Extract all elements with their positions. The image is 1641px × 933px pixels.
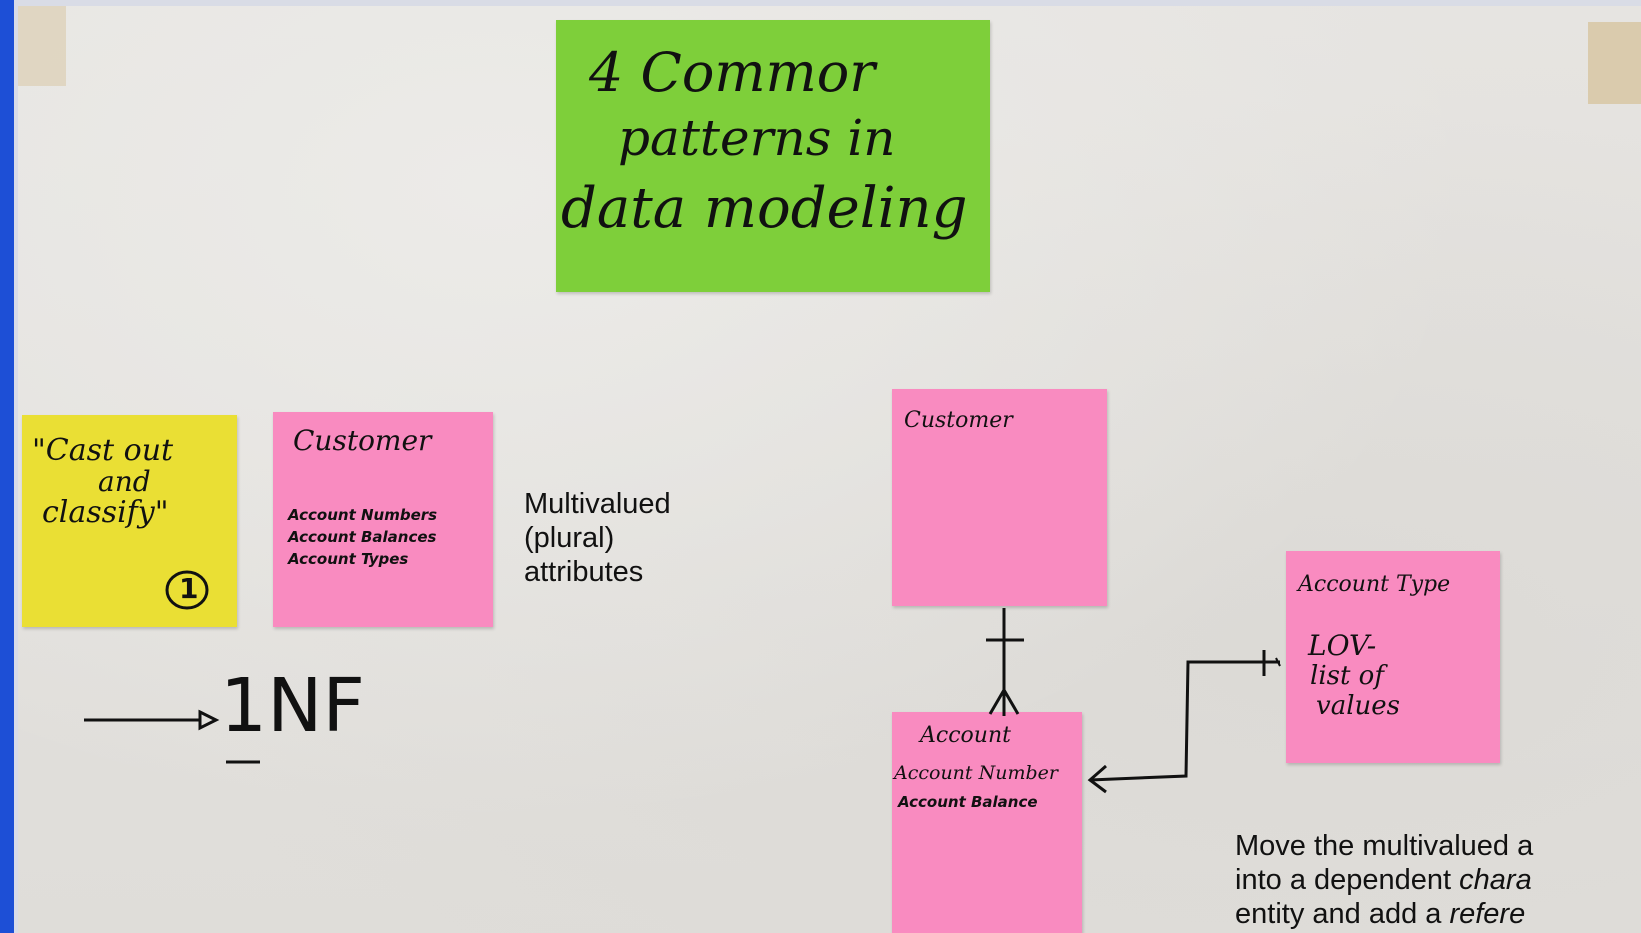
pattern-line-2: and [98, 465, 151, 498]
bottom-caption-line-2-text: into a dependent [1235, 864, 1460, 896]
title-sticky-note: 4 Commor patterns in data modeling [556, 20, 990, 292]
arrow-to-1nf-icon [84, 709, 220, 731]
account-title: Account [920, 723, 1011, 748]
account-type-line-2: list of [1310, 661, 1384, 691]
title-line-3: data modeling [561, 176, 968, 241]
nf-underline [226, 760, 260, 764]
customer-before-attr-2: Account Balances [288, 528, 437, 546]
title-line-2: patterns in [618, 109, 896, 167]
account-type-tick [1275, 657, 1281, 667]
multivalued-caption-line-3: attributes [524, 556, 644, 588]
account-type-title: Account Type [1298, 572, 1451, 597]
account-crowfoot [988, 687, 1020, 715]
account-type-line-1: LOV- [1308, 629, 1377, 662]
pattern-number-circle [165, 570, 209, 610]
pattern-line-3: classify" [42, 495, 169, 530]
account-attr-2: Account Balance [898, 793, 1038, 811]
bottom-caption: Move the multivalued a into a dependent … [1235, 829, 1641, 931]
nf-label: 1NF [220, 663, 366, 749]
tape-mark-top-left [18, 6, 66, 86]
customer-before-attr-1: Account Numbers [288, 506, 438, 524]
customer-before-note: Customer Account Numbers Account Balance… [273, 412, 493, 627]
tape-mark-top-right [1588, 22, 1641, 104]
customer-after-title: Customer [904, 408, 1013, 433]
account-type-connector [1089, 660, 1280, 782]
window-left-edge [0, 0, 18, 933]
multivalued-caption-line-1: Multivalued [524, 488, 671, 520]
account-type-note: Account Type LOV- list of values [1286, 551, 1500, 763]
pattern-sticky-note: "Cast out and classify" 1 [22, 415, 237, 627]
bottom-caption-line-3-text: entity and add a [1235, 898, 1450, 930]
bottom-caption-line-3: entity and add a refere [1235, 897, 1641, 931]
pattern-line-1: "Cast out [32, 433, 174, 468]
customer-before-title: Customer [293, 424, 432, 457]
account-attr-1: Account Number [894, 762, 1058, 784]
customer-after-note: Customer [892, 389, 1107, 606]
bottom-caption-line-3-emphasis: refere [1449, 898, 1526, 930]
window-top-edge [0, 0, 1641, 6]
title-line-1: 4 Commor [589, 41, 876, 104]
customer-before-attr-3: Account Types [288, 550, 409, 568]
pattern-number: 1 [179, 572, 199, 605]
bottom-caption-line-2: into a dependent chara [1235, 863, 1641, 897]
account-type-line-3: values [1316, 691, 1400, 721]
bottom-caption-line-2-emphasis: chara [1459, 864, 1532, 896]
bottom-caption-line-1: Move the multivalued a [1235, 830, 1534, 862]
account-side-crowfoot [1087, 764, 1107, 794]
multivalued-caption: Multivalued (plural) attributes [524, 487, 671, 589]
account-note: Account Account Number Account Balance [892, 712, 1082, 933]
multivalued-caption-line-2: (plural) [524, 522, 615, 554]
